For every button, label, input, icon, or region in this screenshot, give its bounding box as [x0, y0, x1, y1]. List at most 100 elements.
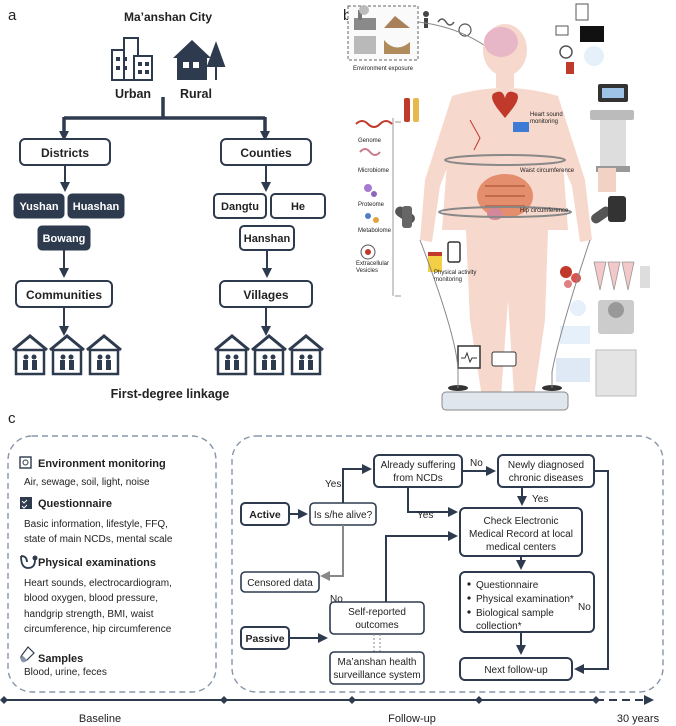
urban-building-icon [111, 37, 153, 81]
household-icon [11, 334, 49, 376]
svg-text:Next follow-up: Next follow-up [484, 665, 548, 676]
next-followup-box [459, 657, 573, 681]
followup-assessment-box [459, 571, 595, 633]
svg-text:medical centers: medical centers [486, 542, 556, 553]
svg-text:Villages: Villages [243, 288, 288, 302]
svg-text:Dangtu: Dangtu [221, 201, 259, 213]
timeline-end-label: 30 years [617, 713, 660, 725]
svg-text:Heart sounds, electrocardiogra: Heart sounds, electrocardiogram, [24, 578, 172, 589]
svg-text:Already suffering: Already suffering [381, 460, 456, 471]
svg-text:Communities: Communities [26, 288, 102, 302]
timeline-followup-label: Follow-up [388, 713, 436, 725]
urban-label: Urban [115, 87, 151, 101]
panel-label-b: b [343, 7, 351, 24]
county-he [270, 193, 326, 219]
svg-text:No: No [330, 594, 343, 605]
svg-text:Yes: Yes [532, 494, 548, 505]
rural-house-icon [173, 40, 226, 80]
svg-text:Self-reported: Self-reported [348, 607, 406, 618]
urine-tube-icon [413, 98, 419, 122]
hip-ring [438, 206, 572, 218]
environment-monitoring-title: Environment monitoring [38, 458, 166, 470]
sensor-patch-icon [513, 122, 529, 132]
yes-label: Yes [325, 479, 341, 490]
timeline-baseline-label: Baseline [79, 713, 121, 725]
surveillance-system-box [329, 651, 425, 685]
protein-icon [364, 184, 372, 192]
svg-text:Bowang: Bowang [43, 233, 86, 245]
soil-icon [384, 16, 410, 28]
lab-equipment-icons [556, 261, 650, 397]
factory-icon [354, 5, 376, 30]
sample-cup-icon [428, 254, 442, 272]
panel-label-a: a [8, 7, 17, 24]
document-icon [555, 25, 569, 36]
household-icon [48, 334, 86, 376]
clock-icon [458, 23, 472, 37]
svg-text:Biological sample: Biological sample [476, 608, 554, 619]
svg-text:state of main NCDs, mental sca: state of main NCDs, mental scale [24, 534, 173, 545]
metabolite-icon [365, 213, 371, 219]
svg-text:Ma’anshan health: Ma’anshan health [338, 657, 417, 668]
rural-label: Rural [180, 87, 212, 101]
followup-box [231, 435, 664, 693]
svg-text:Newly diagnosed: Newly diagnosed [508, 460, 584, 471]
no-label: No [470, 458, 483, 469]
hand-icon [598, 168, 616, 192]
questionnaire-title: Questionnaire [38, 498, 112, 510]
microbiome-icon [359, 148, 381, 156]
panel-label-c: c [8, 410, 16, 427]
svg-text:from NCDs: from NCDs [393, 473, 442, 484]
svg-text:He: He [291, 201, 305, 213]
svg-text:Genome: Genome [358, 138, 382, 144]
svg-text:Extracellular: Extracellular [356, 261, 389, 267]
svg-text:Yes: Yes [417, 510, 433, 521]
samples-items: Blood, urine, feces [24, 667, 107, 678]
body-scale-icon [441, 391, 569, 411]
svg-text:Huashan: Huashan [73, 201, 120, 213]
tube-icon [566, 62, 574, 74]
building-icon [354, 36, 376, 54]
svg-text:Basic information, lifestyle,: Basic information, lifestyle, FFQ, [24, 519, 168, 530]
svg-text:Check Electronic: Check Electronic [483, 516, 558, 527]
baseline-box [7, 435, 217, 693]
svg-text:Microbiome: Microbiome [358, 168, 390, 174]
svg-text:blood oxygen, blood pressure,: blood oxygen, blood pressure, [24, 593, 158, 604]
svg-text:Vesicles: Vesicles [356, 268, 378, 274]
monitor-icon [580, 26, 604, 42]
county-dangtu [213, 193, 267, 219]
heart-icon [492, 91, 518, 118]
phone-icon [447, 241, 461, 263]
svg-text:surveillance system: surveillance system [333, 670, 420, 681]
ultrasound-machine-icon [590, 84, 634, 172]
linkage-label: First-degree linkage [111, 387, 230, 401]
household-icon [250, 334, 288, 376]
svg-text:chronic diseases: chronic diseases [509, 473, 583, 484]
person-icon [423, 11, 429, 28]
hip-label: Hip circumference [520, 208, 569, 214]
blood-tube-icon [404, 98, 410, 122]
svg-text:Proteome: Proteome [358, 202, 385, 208]
svg-text:Questionnaire: Questionnaire [476, 580, 539, 591]
district-huashan [67, 193, 125, 219]
wearable-icon [437, 18, 455, 26]
svg-text:handgrip strength, BMI, waist: handgrip strength, BMI, waist [24, 609, 154, 620]
counties-label: Counties [240, 146, 292, 160]
vesicle-icon [360, 244, 376, 260]
districts-label: Districts [41, 146, 89, 160]
ecg-monitor-icon [457, 345, 481, 369]
sewage-icon [384, 40, 410, 54]
environment-monitoring-items: Air, sewage, soil, light, noise [24, 477, 150, 488]
svg-text:Yushan: Yushan [19, 201, 58, 213]
city-title: Ma’anshan City [124, 10, 212, 24]
svg-text:outcomes: outcomes [355, 620, 398, 631]
svg-text:Is s/he alive?: Is s/he alive? [314, 510, 373, 521]
human-body-illustration [420, 24, 592, 410]
environment-exposure-label: Environment exposure [353, 66, 414, 72]
self-reported-box [329, 601, 425, 635]
stethoscope-icon [20, 555, 36, 569]
checklist-icon [575, 3, 589, 21]
